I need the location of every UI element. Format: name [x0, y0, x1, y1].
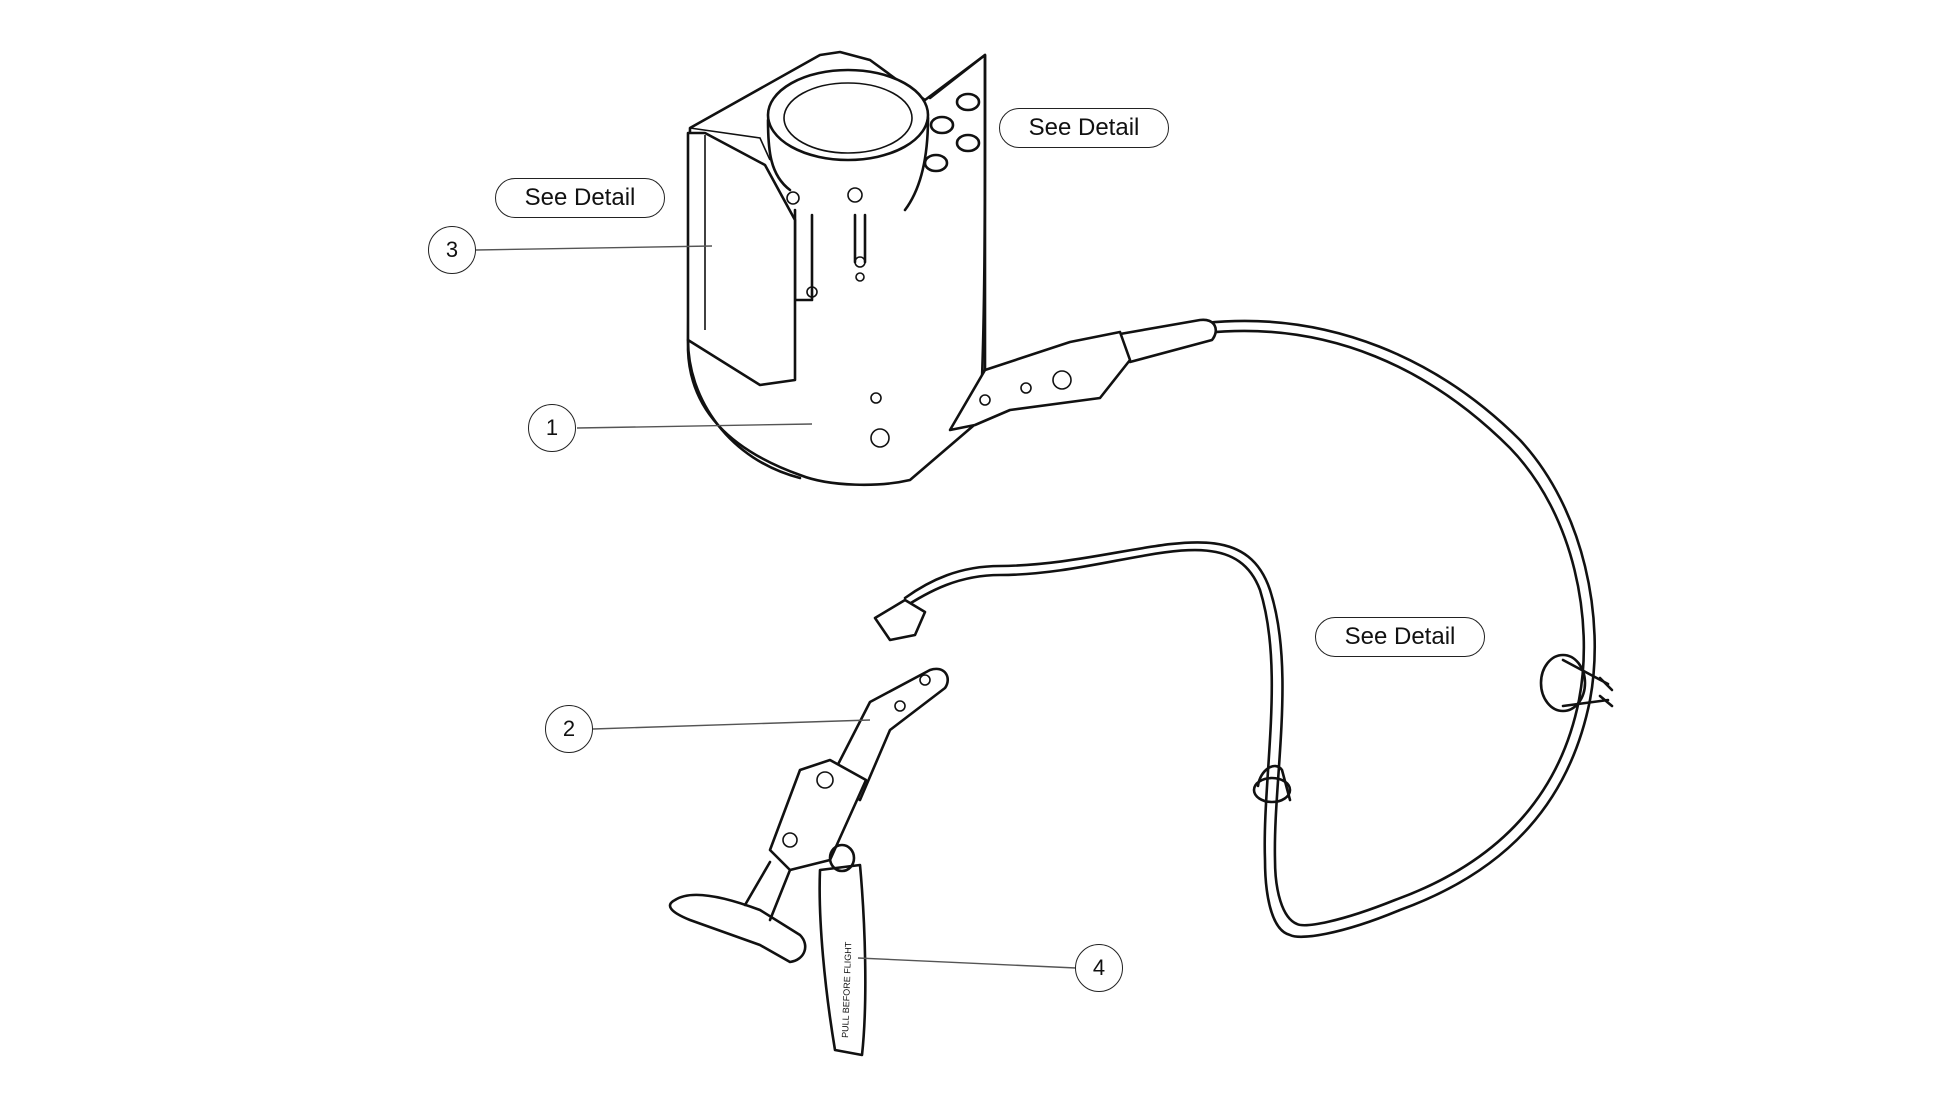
callout-1-number: 1	[545, 415, 559, 440]
callout-2: 2	[545, 705, 593, 753]
pin-handle	[668, 893, 807, 964]
mounting-bolts	[923, 92, 981, 173]
cable-clamp	[1252, 776, 1292, 804]
warning-tag	[818, 863, 867, 1057]
callout-4: 4	[1075, 944, 1123, 992]
leader-1	[576, 423, 813, 429]
callout-3-number: 3	[445, 237, 459, 262]
callout-2-number: 2	[562, 716, 576, 741]
callout-4-number: 4	[1092, 955, 1106, 980]
see-detail-button-left[interactable]: See Detail	[495, 178, 665, 218]
callout-1: 1	[528, 404, 576, 452]
leader-2	[592, 719, 871, 730]
tube-top	[766, 68, 930, 162]
side-plate	[686, 131, 797, 387]
bracket-arm	[948, 330, 1132, 432]
leader-4	[857, 957, 1077, 969]
warning-tag-text: PULL BEFORE FLIGHT	[840, 941, 853, 1038]
see-detail-button-cable[interactable]: See Detail	[1315, 617, 1485, 657]
leader-3	[475, 245, 713, 251]
callout-3: 3	[428, 226, 476, 274]
cable	[898, 319, 1596, 938]
see-detail-label: See Detail	[524, 184, 636, 211]
split-ring	[1539, 653, 1587, 713]
see-detail-label: See Detail	[1344, 623, 1456, 650]
cable-clip	[873, 598, 927, 642]
release-arm	[828, 667, 950, 802]
see-detail-label: See Detail	[1028, 114, 1140, 141]
see-detail-button-top[interactable]: See Detail	[999, 108, 1169, 148]
cable-sleeve	[1118, 318, 1217, 364]
